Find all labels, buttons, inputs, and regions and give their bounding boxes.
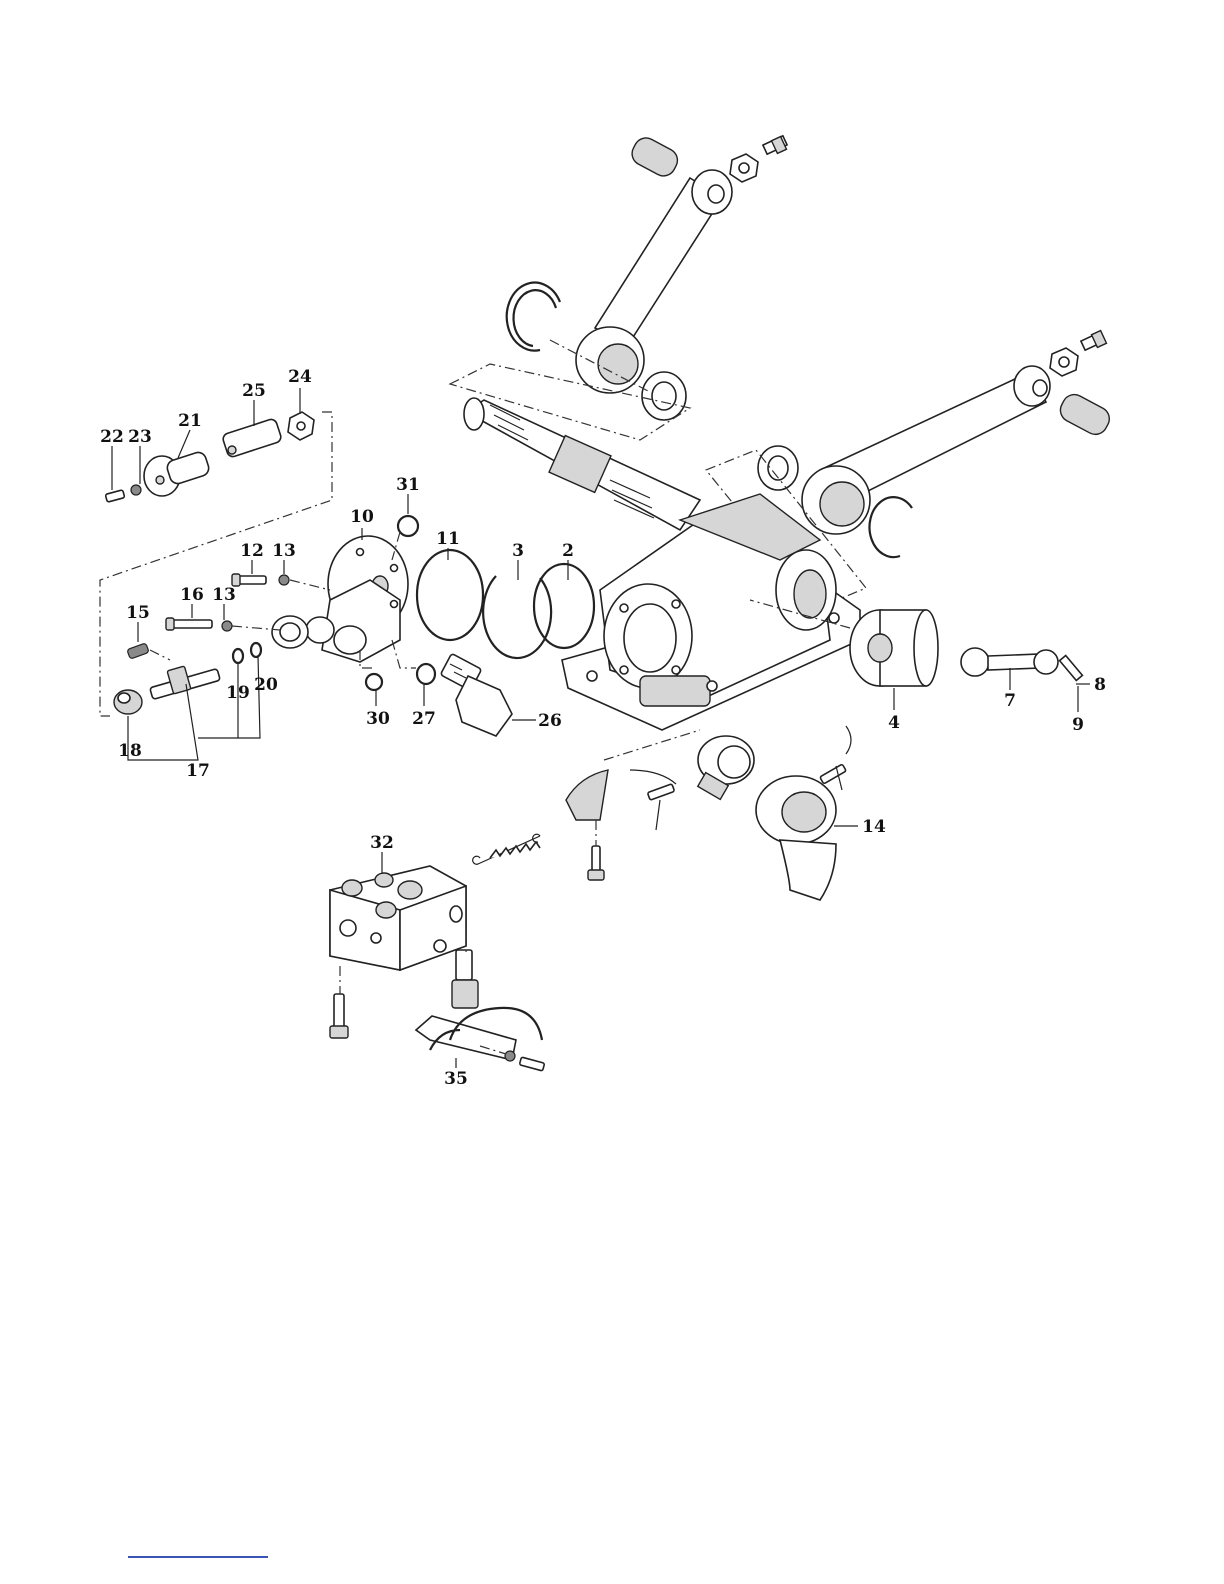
callout-22: 22 — [100, 427, 124, 447]
right-bushing — [758, 446, 798, 490]
plug-15 — [127, 643, 149, 659]
callout-18: 18 — [118, 741, 142, 761]
right-snap-ring — [870, 497, 912, 557]
upper-bushing — [642, 372, 686, 420]
o-ring-19 — [233, 649, 243, 663]
callout-27: 27 — [412, 709, 436, 729]
callout-16: 16 — [180, 585, 204, 605]
fitting-26 — [440, 653, 512, 736]
valve-stem-17 — [150, 666, 221, 699]
o-ring-27 — [417, 664, 435, 684]
callout-13-upper: 13 — [272, 541, 296, 561]
callout-12: 12 — [240, 541, 264, 561]
callout-23: 23 — [128, 427, 152, 447]
washer-13-upper — [279, 575, 289, 585]
callout-2: 2 — [562, 541, 574, 561]
nut-24 — [288, 412, 314, 440]
callout-8: 8 — [1094, 675, 1106, 695]
callout-7: 7 — [1004, 691, 1016, 711]
callout-24: 24 — [288, 367, 312, 387]
backup-ring-20 — [251, 643, 261, 657]
washer-23 — [131, 485, 141, 495]
control-valve-32 — [330, 866, 466, 970]
callout-31: 31 — [396, 475, 420, 495]
right-arm-hardware — [1050, 331, 1106, 376]
callout-32: 32 — [370, 833, 394, 853]
pin-8-9 — [1060, 655, 1083, 680]
clamp-band — [698, 736, 754, 799]
bracket-screw — [505, 1051, 545, 1071]
callout-9: 9 — [1072, 715, 1084, 735]
bracket-14 — [756, 776, 836, 900]
tension-spring — [473, 834, 540, 864]
pipe-bracket-35 — [416, 1008, 542, 1060]
callout-10: 10 — [350, 507, 374, 527]
footer-rule — [128, 1556, 268, 1558]
snap-ring-3 — [483, 576, 551, 658]
callout-19: 19 — [226, 683, 250, 703]
callout-11: 11 — [436, 529, 460, 549]
upper-left-arm-hardware — [730, 136, 787, 182]
o-ring-30 — [366, 674, 382, 690]
callout-20: 20 — [254, 675, 278, 695]
callout-15: 15 — [126, 603, 150, 623]
adjuster-knob-21 — [144, 450, 211, 496]
hose-fitting — [452, 950, 478, 1008]
callout-4: 4 — [888, 713, 900, 733]
lift-housing — [562, 494, 860, 730]
callout-13-lower: 13 — [212, 585, 236, 605]
callout-17: 17 — [186, 761, 210, 781]
callout-26: 26 — [538, 711, 562, 731]
upper-left-lift-arm — [576, 134, 732, 393]
leader-lines — [112, 388, 1090, 1068]
right-lift-arm — [802, 366, 1114, 534]
valve-bolt — [330, 994, 348, 1038]
bolt-16 — [166, 618, 212, 630]
knob-18 — [114, 690, 142, 714]
o-ring-31 — [398, 516, 418, 536]
callout-21: 21 — [178, 411, 202, 431]
o-ring-11 — [417, 550, 483, 640]
callout-25: 25 — [242, 381, 266, 401]
callout-14: 14 — [862, 817, 886, 837]
washer-13-lower — [222, 621, 232, 631]
piston-4 — [850, 610, 938, 686]
cam-segment — [566, 770, 608, 820]
bolt-12 — [232, 574, 266, 586]
callout-30: 30 — [366, 709, 390, 729]
coupling-25 — [222, 418, 283, 458]
callout-35: 35 — [444, 1069, 468, 1089]
back-up-ring-2 — [534, 564, 594, 648]
callout-3: 3 — [512, 541, 524, 561]
screw-22 — [105, 490, 124, 502]
